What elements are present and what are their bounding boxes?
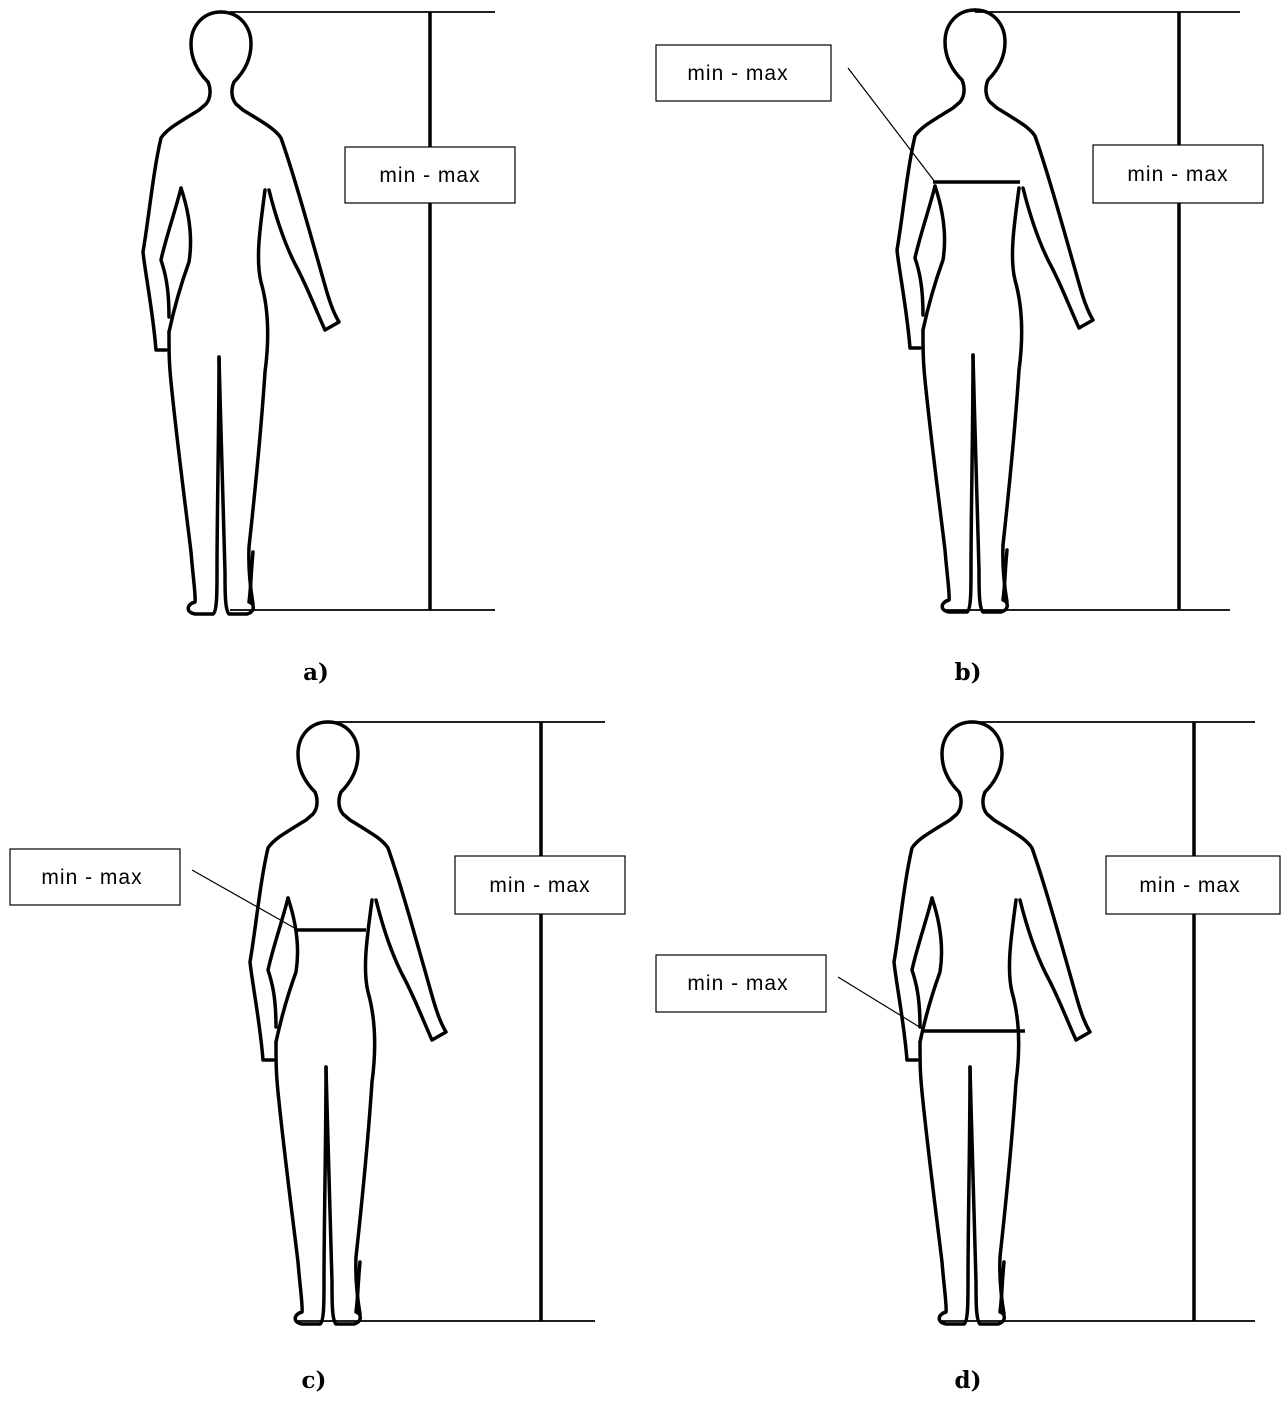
- human-figure: [894, 722, 1090, 1324]
- panel-caption: d): [955, 1367, 982, 1394]
- girth-label: min - max: [687, 62, 788, 85]
- panel-caption: c): [302, 1367, 327, 1394]
- girth-label: min - max: [41, 866, 142, 889]
- panel-a: min - max a): [143, 12, 515, 686]
- hip-leader-line: [838, 977, 926, 1031]
- height-label: min - max: [489, 874, 590, 897]
- chest-leader-line: [848, 68, 935, 182]
- human-figure: [143, 12, 339, 614]
- height-label: min - max: [1139, 874, 1240, 897]
- panel-c: min - max min - max c): [10, 722, 625, 1394]
- girth-label: min - max: [687, 972, 788, 995]
- waist-leader-line: [192, 870, 298, 930]
- height-label: min - max: [379, 164, 480, 187]
- panel-b: min - max min - max b): [656, 10, 1263, 686]
- panel-caption: b): [955, 659, 982, 686]
- human-figure: [897, 10, 1093, 612]
- panel-caption: a): [303, 659, 329, 686]
- human-figure: [250, 722, 446, 1324]
- panel-d: min - max min - max d): [656, 722, 1280, 1394]
- height-label: min - max: [1127, 163, 1228, 186]
